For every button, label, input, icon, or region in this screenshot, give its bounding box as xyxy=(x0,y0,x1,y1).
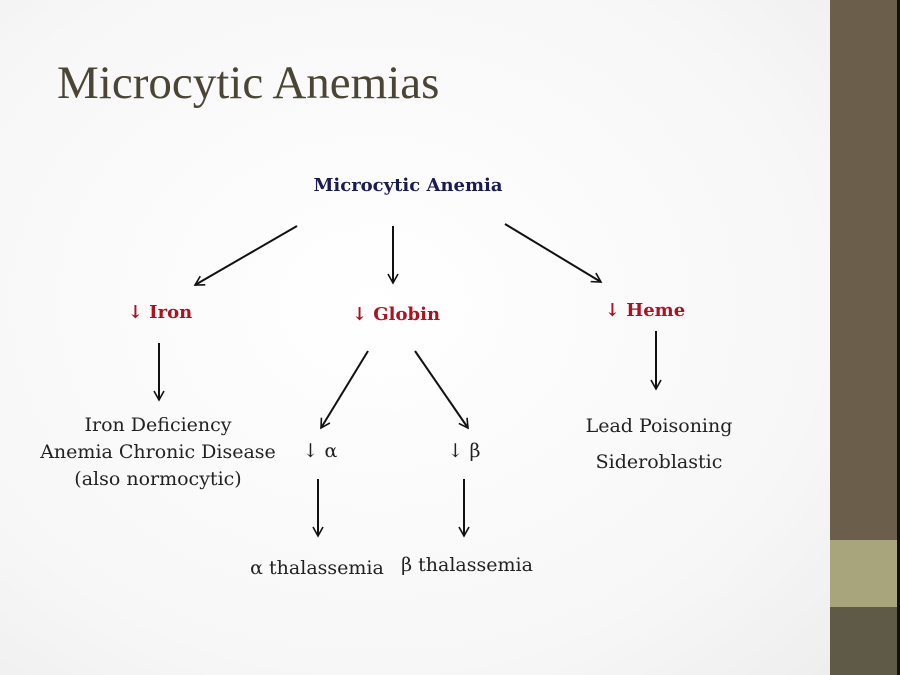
alpha-thalassemia: α thalassemia xyxy=(250,557,384,579)
arrow-to-heme xyxy=(504,223,603,283)
sidebar-bottom xyxy=(830,607,897,675)
arrows xyxy=(153,223,662,538)
beta-node: ↓ β xyxy=(447,440,481,462)
iron-result-1: Iron Deficiency xyxy=(84,414,232,436)
globin-node: ↓ Globin xyxy=(351,304,441,325)
alpha-node: ↓ α xyxy=(302,440,338,462)
heme-node: ↓ Heme xyxy=(604,300,686,321)
window-edge xyxy=(897,0,900,675)
iron-results: Iron Deficiency Anemia Chronic Disease (… xyxy=(40,412,276,493)
heme-result-1: Lead Poisoning xyxy=(585,415,733,437)
root-node: Microcytic Anemia xyxy=(313,175,503,196)
iron-node: ↓ Iron xyxy=(127,302,193,323)
heme-results: Lead Poisoning Sideroblastic xyxy=(586,408,733,480)
slide-title: Microcytic Anemias xyxy=(57,57,440,109)
arrow-to-alpha xyxy=(320,350,369,430)
arrow-to-beta xyxy=(414,350,469,430)
slide xyxy=(0,0,830,675)
iron-result-2: Anemia Chronic Disease xyxy=(40,441,276,463)
sidebar-band xyxy=(830,540,897,607)
arrow-to-iron xyxy=(193,225,298,286)
iron-result-3: (also normocytic) xyxy=(74,468,242,490)
heme-result-2: Sideroblastic xyxy=(595,451,723,473)
beta-thalassemia: β thalassemia xyxy=(401,554,533,576)
